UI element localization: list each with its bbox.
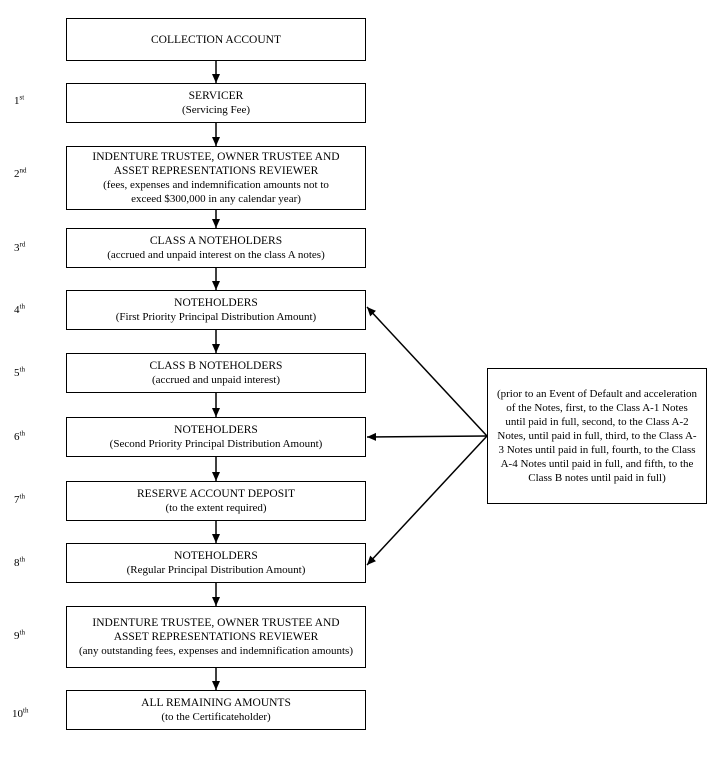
step-title: NOTEHOLDERS	[174, 424, 258, 436]
step-subtitle: (Servicing Fee)	[181, 104, 251, 116]
step-subtitle: (to the Certificateholder)	[161, 711, 271, 723]
principal-allocation-text: (prior to an Event of Default and accele…	[496, 388, 698, 484]
step-subtitle: (Second Priority Principal Distribution …	[109, 438, 323, 450]
step-subtitle: (to the extent required)	[165, 502, 267, 514]
step-title: CLASS B NOTEHOLDERS	[149, 360, 283, 372]
step-title: RESERVE ACCOUNT DEPOSIT	[137, 488, 295, 500]
step-box-2: INDENTURE TRUSTEE, OWNER TRUSTEE AND ASS…	[66, 146, 366, 210]
step-title: INDENTURE TRUSTEE, OWNER TRUSTEE AND ASS…	[92, 617, 340, 643]
step-ordinal-9: 9th	[14, 628, 25, 642]
step-box-3: CLASS A NOTEHOLDERS (accrued and unpaid …	[66, 228, 366, 268]
step-title: NOTEHOLDERS	[174, 297, 258, 309]
step-subtitle: (Regular Principal Distribution Amount)	[126, 564, 306, 576]
step-subtitle: (accrued and unpaid interest)	[152, 374, 280, 386]
step-ordinal-7: 7th	[14, 492, 25, 506]
step-ordinal-3: 3rd	[14, 240, 26, 254]
step-box-6: NOTEHOLDERS (Second Priority Principal D…	[66, 417, 366, 457]
step-title: CLASS A NOTEHOLDERS	[149, 235, 283, 247]
step-title: ALL REMAINING AMOUNTS	[141, 697, 291, 709]
step-ordinal-2: 2nd	[14, 166, 27, 180]
note-arrow-to-step-6	[366, 432, 488, 441]
step-subtitle: (fees, expenses and indemnification amou…	[103, 179, 329, 205]
step-title: SERVICER	[188, 90, 244, 102]
collection-account-box: COLLECTION ACCOUNT	[66, 18, 366, 61]
note-arrow-to-step-4	[366, 306, 488, 437]
step-subtitle: (First Priority Principal Distribution A…	[115, 311, 317, 323]
step-ordinal-5: 5th	[14, 365, 25, 379]
step-box-4: NOTEHOLDERS (First Priority Principal Di…	[66, 290, 366, 330]
step-subtitle: (accrued and unpaid interest on the clas…	[107, 249, 325, 261]
principal-allocation-note: (prior to an Event of Default and accele…	[487, 368, 707, 504]
step-title: NOTEHOLDERS	[174, 550, 258, 562]
step-box-1: SERVICER (Servicing Fee)	[66, 83, 366, 123]
step-box-5: CLASS B NOTEHOLDERS (accrued and unpaid …	[66, 353, 366, 393]
step-ordinal-6: 6th	[14, 429, 25, 443]
step-ordinal-1: 1st	[14, 93, 25, 107]
collection-account-title: COLLECTION ACCOUNT	[150, 33, 281, 46]
step-ordinal-8: 8th	[14, 555, 25, 569]
note-arrow-to-step-8	[366, 435, 488, 566]
step-box-9: INDENTURE TRUSTEE, OWNER TRUSTEE AND ASS…	[66, 606, 366, 668]
step-box-10: ALL REMAINING AMOUNTS (to the Certificat…	[66, 690, 366, 730]
step-ordinal-10: 10th	[12, 706, 29, 720]
step-box-8: NOTEHOLDERS (Regular Principal Distribut…	[66, 543, 366, 583]
step-box-7: RESERVE ACCOUNT DEPOSIT (to the extent r…	[66, 481, 366, 521]
step-ordinal-4: 4th	[14, 302, 25, 316]
step-title: INDENTURE TRUSTEE, OWNER TRUSTEE AND ASS…	[92, 151, 340, 177]
step-subtitle: (any outstanding fees, expenses and inde…	[78, 645, 353, 657]
